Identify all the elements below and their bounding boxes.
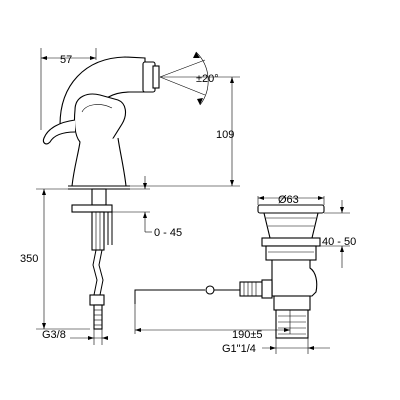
dim-swivel-angle: ±20° (159, 51, 219, 106)
dim-label-inlet-thread: G3/8 (42, 329, 66, 341)
dim-label-swivel-angle: ±20° (196, 73, 219, 85)
dim-label-spout-reach: 57 (60, 54, 72, 66)
dim-label-tail-length: 350 (20, 253, 38, 265)
dim-drain-thread: G1"1/4 (222, 338, 330, 355)
faucet-body (42, 56, 160, 190)
dim-inlet-thread: G3/8 (42, 329, 108, 345)
dim-rod-length: 190±5 (134, 304, 291, 341)
dim-label-drain-diameter: Ø63 (278, 194, 299, 206)
dim-label-drain-flange: 40 - 50 (322, 236, 356, 248)
dim-spout-reach: 57 (40, 48, 97, 130)
dim-label-deck-thickness: 0 - 45 (154, 227, 182, 239)
dim-drain-diameter: Ø63 (257, 194, 325, 206)
faucet-shank (71, 188, 113, 330)
pull-rod (134, 285, 240, 304)
drain-assembly (239, 204, 325, 339)
dimensions-layer: 57 ±20° 109 0 - (20, 48, 356, 355)
dim-label-height-109: 109 (216, 129, 234, 141)
dim-height-109: 109 (130, 76, 240, 187)
dim-drain-flange: 40 - 50 (320, 200, 356, 268)
dim-label-rod-length: 190±5 (232, 329, 263, 341)
dim-tail-length: 350 (20, 188, 90, 330)
dim-deck-thickness: 0 - 45 (112, 176, 182, 239)
dim-label-drain-thread: G1"1/4 (222, 343, 256, 355)
